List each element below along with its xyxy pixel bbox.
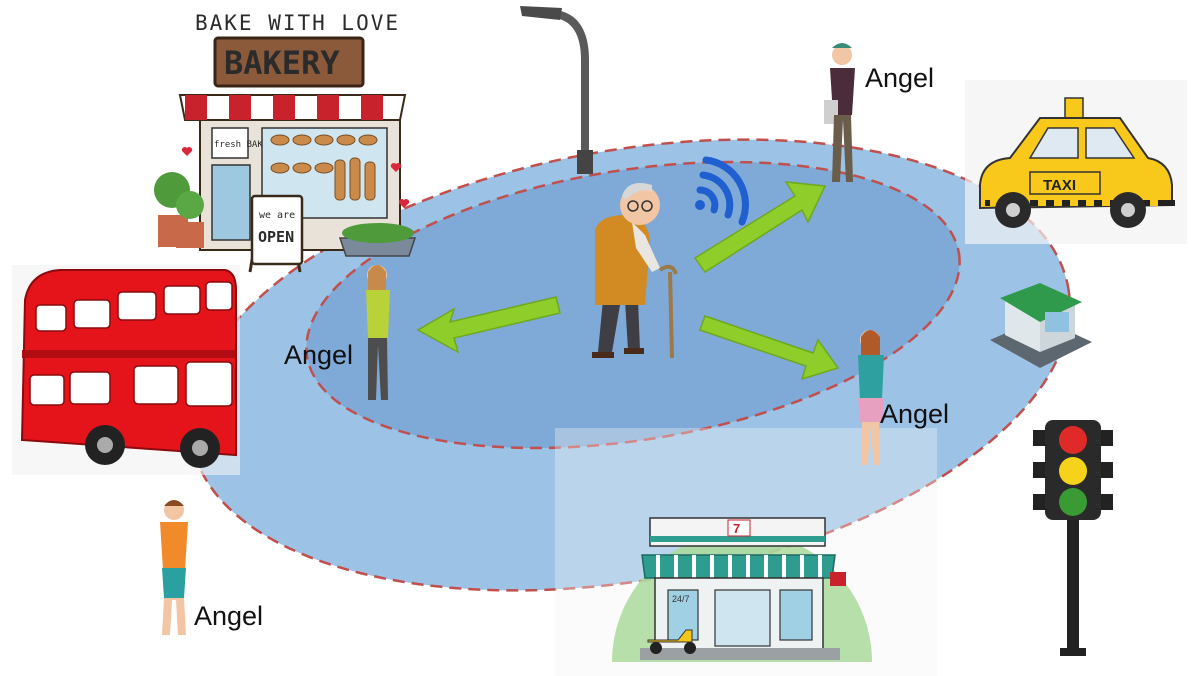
- angel-label-bottom: Angel: [194, 601, 263, 631]
- signal-arrows: [416, 181, 840, 381]
- bus-icon: [12, 265, 240, 475]
- traffic-light-icon: [1033, 420, 1113, 656]
- arrow-to-right-angel: [699, 315, 840, 381]
- angel-label-top: Angel: [865, 63, 934, 93]
- person-icon: [858, 330, 884, 465]
- window-sign: fresh BAKE: [214, 140, 268, 150]
- arrow-to-left-angel: [416, 296, 561, 354]
- door-sign-main: OPEN: [258, 228, 294, 246]
- door-sign-top: we are: [259, 210, 295, 221]
- angel-label-left: Angel: [284, 340, 353, 370]
- taxi-sign: TAXI: [1043, 177, 1076, 194]
- store-hours: 24/7: [672, 594, 690, 604]
- wifi-signal-icon: [695, 156, 749, 226]
- person-icon: [160, 500, 188, 635]
- street-lamp-icon: [520, 6, 593, 174]
- taxi-icon: TAXI: [965, 80, 1187, 244]
- bakery-name: BAKERY: [224, 44, 340, 82]
- person-icon: [824, 43, 855, 182]
- bakery-icon: BAKE WITH LOVE BAKERY fresh BAKE we are …: [154, 11, 417, 273]
- angel-label-right: Angel: [880, 399, 949, 429]
- elderly-man-icon: [592, 183, 678, 359]
- convenience-store-icon: 7 24/7: [555, 428, 937, 676]
- arrow-to-top-angel: [693, 181, 827, 274]
- kiosk-icon: [990, 283, 1092, 368]
- bakery-slogan: BAKE WITH LOVE: [195, 11, 400, 35]
- person-icon: [366, 265, 390, 400]
- store-logo: 7: [733, 521, 740, 536]
